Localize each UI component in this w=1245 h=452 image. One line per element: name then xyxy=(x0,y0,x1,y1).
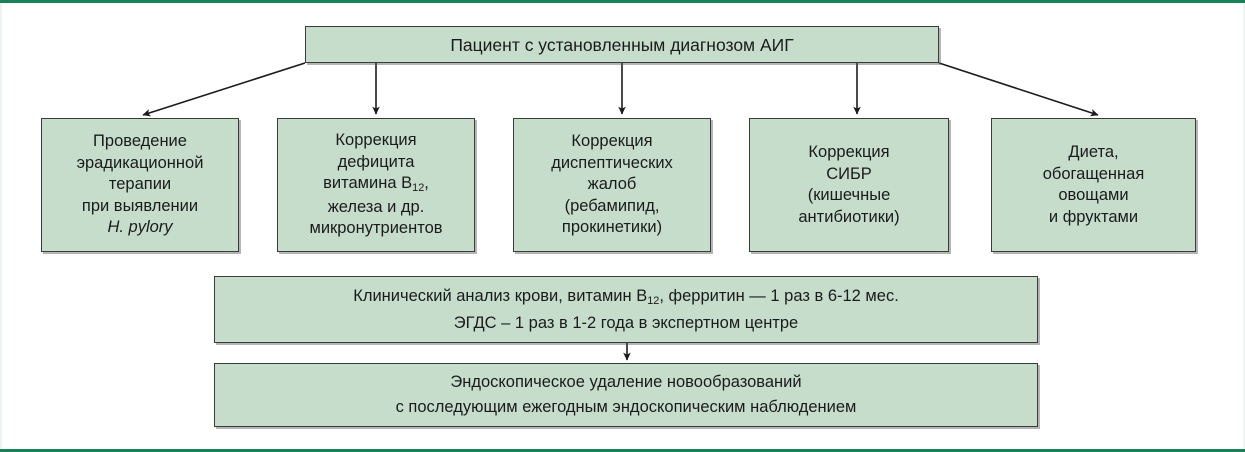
edge-top-to-diet xyxy=(938,62,1099,117)
node-endoscopic-removal[interactable]: Эндоскопическое удаление новообразований… xyxy=(214,363,1038,427)
node-patient-diagnosis[interactable]: Пациент с установленным диагнозом АИГ xyxy=(305,26,939,63)
edge-top-to-eradication xyxy=(142,62,306,117)
node-patient-diagnosis-label: Пациент с установленным диагнозом АИГ xyxy=(450,34,794,55)
node-endoscopic-removal-label: Эндоскопическое удаление новообразований… xyxy=(395,373,857,416)
figure-left-edge xyxy=(0,3,2,449)
node-follow-up-monitoring[interactable]: Клинический анализ крови, витамин B12, ф… xyxy=(214,276,1038,343)
figure-top-rule xyxy=(0,0,1245,3)
node-follow-up-monitoring-label: Клинический анализ крови, витамин B12, ф… xyxy=(353,286,899,332)
figure-bottom-rule xyxy=(0,449,1245,452)
figure-right-edge xyxy=(1243,3,1245,449)
